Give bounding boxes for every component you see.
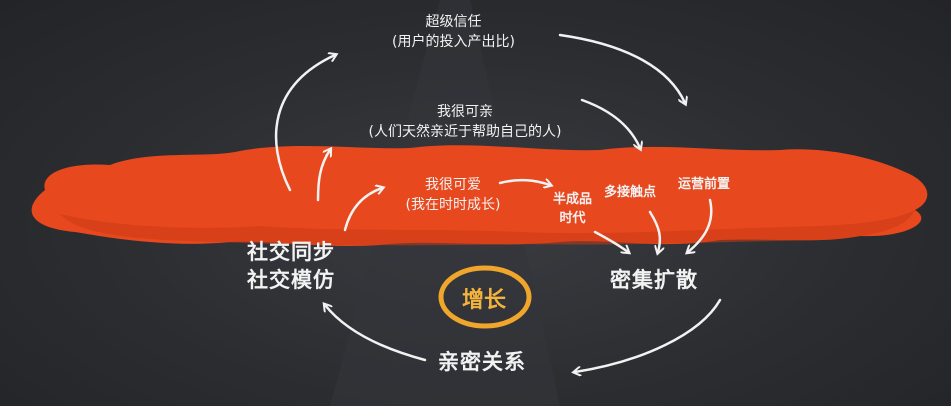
growth-ring	[438, 265, 532, 329]
social-label: 社交同步 社交模仿	[247, 238, 335, 294]
intimate-label: 亲密关系	[438, 350, 526, 374]
lovely-title: 我很可爱	[425, 177, 481, 193]
cloud-edge-dark	[60, 210, 915, 246]
social-sync-text: 社交同步	[247, 240, 335, 264]
arrow-from-super-trust	[558, 33, 685, 103]
orange-cloud	[31, 145, 928, 246]
close-to-me-subtitle: (人们天然亲近于帮助自己的人)	[368, 124, 562, 140]
arrow-touch-to-dense	[648, 210, 660, 252]
arrow-from-lovely	[498, 180, 550, 185]
arrow-ops-to-dense	[688, 198, 713, 252]
social-mimic-text: 社交模仿	[247, 268, 335, 292]
dense-spread-label: 密集扩散	[610, 268, 698, 292]
multi-touch-label: 多接触点	[604, 185, 657, 200]
super-trust-label: 超级信任 (用户的投入产出比)	[392, 12, 515, 52]
arrow-dense-to-intimate	[575, 298, 722, 372]
arrow-intimate-to-social	[325, 305, 427, 362]
ops-front-label: 运营前置	[678, 177, 731, 192]
arrow-semi-to-dense	[593, 230, 628, 252]
lovely-subtitle: (我在时时成长)	[405, 197, 501, 213]
lovely-label: 我很可爱 (我在时时成长)	[398, 175, 508, 215]
close-to-me-title: 我很可亲	[437, 104, 493, 120]
super-trust-title: 超级信任	[425, 14, 482, 30]
super-trust-subtitle: (用户的投入产出比)	[392, 34, 515, 50]
arrow-to-lovely	[343, 188, 382, 232]
close-to-me-label: 我很可亲 (人们天然亲近于帮助自己的人)	[330, 102, 600, 142]
arrow-from-close	[580, 98, 640, 148]
growth-label: 增长	[462, 288, 507, 313]
arrow-to-close	[316, 150, 330, 202]
semi-finished-label: 半成品 时代	[553, 190, 592, 228]
semi-finished-line-2: 时代	[559, 211, 586, 226]
semi-finished-line-1: 半成品	[553, 192, 593, 207]
arrow-to-super-trust	[274, 55, 335, 192]
